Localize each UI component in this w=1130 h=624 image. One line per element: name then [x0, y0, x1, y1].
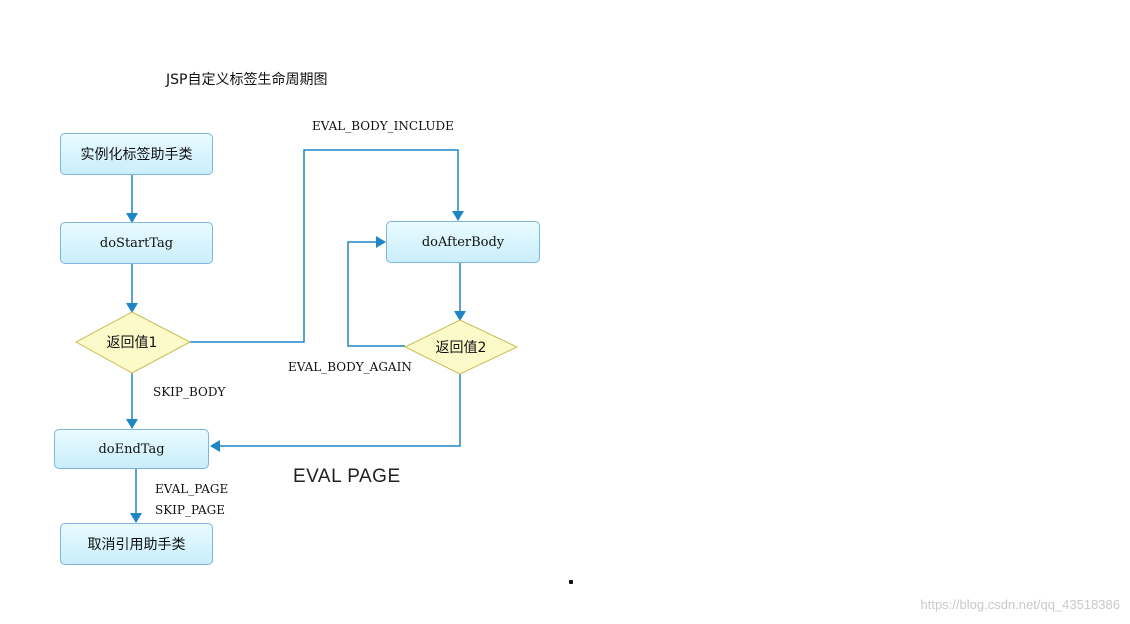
node-do-after-body: doAfterBody [386, 221, 540, 263]
label-skip-page: SKIP_PAGE [155, 503, 225, 517]
edge-return1-to-afterbody [190, 149, 464, 343]
diagram-title: JSP自定义标签生命周期图 [166, 72, 328, 88]
node-release: 取消引用助手类 [60, 523, 213, 565]
decision-diamond-2 [403, 319, 519, 375]
edge-return2-to-endtag [210, 373, 461, 452]
watermark: https://blog.csdn.net/qq_43518386 [920, 597, 1121, 612]
node-instantiate: 实例化标签助手类 [60, 133, 213, 175]
decision-label-1: 返回值1 [106, 335, 158, 351]
node-do-start-tag: doStartTag [60, 222, 213, 264]
stray-dot [569, 580, 573, 584]
label-eval-body-again: EVAL_BODY_AGAIN [288, 360, 412, 374]
label-eval-page: EVAL_PAGE [155, 482, 229, 496]
label-skip-body: SKIP_BODY [153, 385, 226, 399]
node-do-end-tag: doEndTag [54, 429, 209, 469]
edge-return2-loop-to-afterbody [347, 236, 405, 347]
decision-label-2: 返回值2 [435, 340, 487, 356]
label-eval-page-large: EVAL PAGE [293, 466, 401, 487]
label-eval-body-include: EVAL_BODY_INCLUDE [312, 119, 454, 133]
decision-diamond-1 [74, 311, 192, 374]
